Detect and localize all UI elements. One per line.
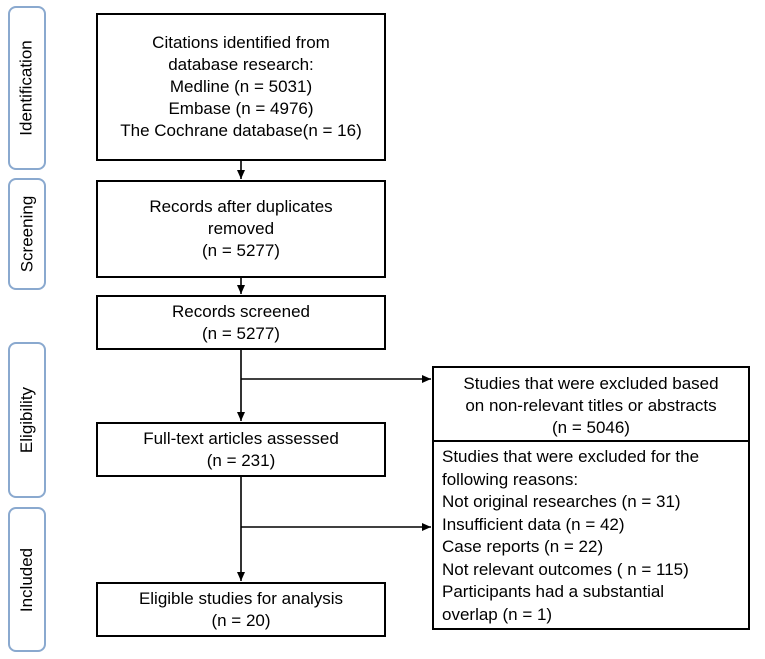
excluded-reasons-line: overlap (n = 1) xyxy=(442,604,553,624)
duplicates-removed-line: removed xyxy=(207,219,275,238)
full-text-box: Full-text articles assessed (n = 231) xyxy=(96,422,386,477)
eligible-line: (n = 20) xyxy=(211,610,271,630)
full-text-line: (n = 231) xyxy=(206,450,276,470)
identified-line: database research: xyxy=(168,55,314,74)
excluded-reasons-line: Not original researches (n = 31) xyxy=(442,492,681,511)
excluded-reasons-line: Participants had a substantial xyxy=(442,582,665,601)
phase-included: Included xyxy=(8,507,46,652)
excluded-titles-line: (n = 5046) xyxy=(552,418,630,437)
excluded-reasons-line: Not relevant outcomes ( n = 115) xyxy=(442,559,689,579)
eligible-line: Eligible studies for analysis xyxy=(138,588,344,608)
screened-box: Records screened (n = 5277) xyxy=(96,295,386,350)
identified-line: Citations identified from xyxy=(152,33,330,52)
duplicates-removed-line: (n = 5277) xyxy=(202,241,280,260)
screened-line: Records screened xyxy=(172,301,310,321)
phase-identification: Identification xyxy=(8,6,46,170)
excluded-reasons-line: Insufficient data (n = 42) xyxy=(442,514,625,534)
excluded-reasons-line: Case reports (n = 22) xyxy=(442,537,604,556)
excluded-reasons-line: following reasons: xyxy=(442,469,579,489)
phase-screening: Screening xyxy=(8,178,46,290)
excluded-titles-line: on non-relevant titles or abstracts xyxy=(465,396,717,415)
identified-box: Citations identified from database resea… xyxy=(96,13,386,161)
duplicates-removed-box: Records after duplicates removed (n = 52… xyxy=(96,180,386,278)
screened-line: (n = 5277) xyxy=(202,323,280,343)
identified-line: The Cochrane database(n = 16) xyxy=(120,121,362,140)
full-text-line: Full-text articles assessed xyxy=(143,428,339,448)
identified-line: Embase (n = 4976) xyxy=(168,99,314,118)
identified-line: Medline (n = 5031) xyxy=(169,77,313,96)
excluded-titles-box: Studies that were excluded based on non-… xyxy=(432,366,750,446)
excluded-titles-line: Studies that were excluded based xyxy=(463,374,719,393)
eligible-box: Eligible studies for analysis (n = 20) xyxy=(96,582,386,637)
excluded-reasons-line: Studies that were excluded for the xyxy=(442,447,700,466)
duplicates-removed-line: Records after duplicates xyxy=(149,197,333,216)
phase-eligibility: Eligibility xyxy=(8,342,46,498)
excluded-reasons-box: Studies that were excluded for the follo… xyxy=(432,440,750,630)
